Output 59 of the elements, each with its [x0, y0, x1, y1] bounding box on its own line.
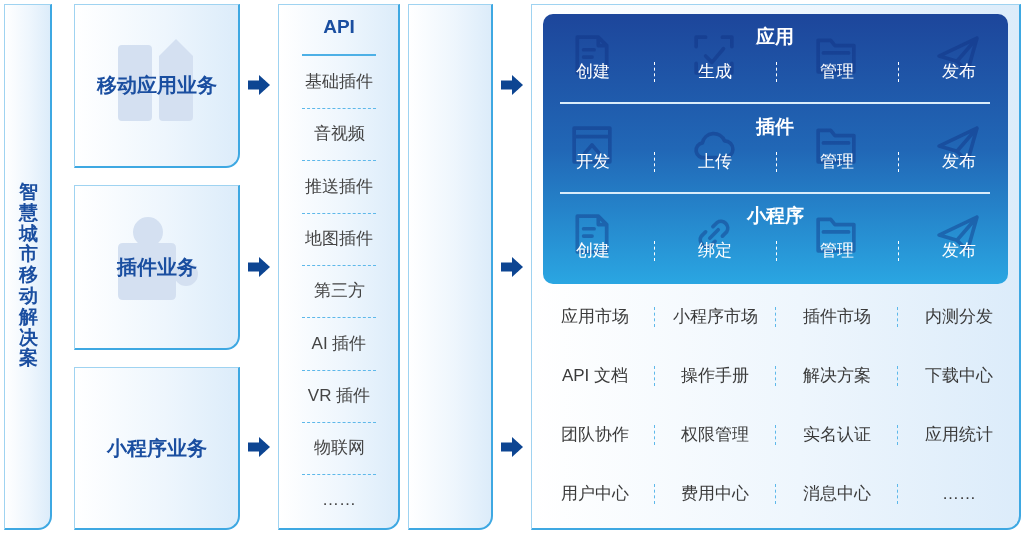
- card-title: 小程序业务: [107, 435, 207, 460]
- panel: [543, 14, 1008, 284]
- card: [74, 4, 240, 168]
- card: [74, 185, 240, 350]
- step-label: 绑定: [698, 240, 732, 262]
- step-label: 发布: [942, 151, 976, 172]
- column-heading: API: [323, 15, 355, 39]
- feature-label: 权限管理: [681, 424, 749, 446]
- step-label: 管理: [820, 61, 854, 83]
- feature-label: 插件市场: [803, 306, 871, 328]
- feature-label: 应用统计: [925, 424, 993, 446]
- feature-label: ……: [942, 483, 976, 505]
- list-item: 基础插件: [305, 71, 373, 93]
- arrow: [501, 75, 523, 95]
- arrow: [248, 437, 270, 457]
- band-heading: 应用: [756, 25, 794, 49]
- vertical-title: 智慧城市移动解决案: [18, 182, 38, 370]
- step-label: 管理: [820, 240, 854, 262]
- feature-label: 用户中心: [561, 483, 629, 505]
- list-item: ……: [322, 490, 356, 511]
- arrow: [501, 257, 523, 277]
- step-label: 发布: [942, 61, 976, 83]
- feature-label: 应用市场: [561, 306, 629, 328]
- feature-label: 小程序市场: [672, 306, 758, 328]
- feature-label: 操作手册: [681, 365, 749, 387]
- band-heading: 小程序: [746, 204, 804, 228]
- feature-label: 费用中心: [681, 483, 749, 505]
- list-item: 音视频: [313, 124, 365, 145]
- list-item: AI 插件: [311, 333, 367, 354]
- step-label: 管理: [820, 151, 854, 172]
- step-label: 创建: [576, 240, 610, 262]
- card: [74, 367, 240, 530]
- band-heading: 插件: [756, 115, 794, 138]
- step-label: 上传: [698, 151, 732, 172]
- column-panel: [408, 4, 493, 530]
- list-item: VR 插件: [307, 385, 371, 406]
- arrow: [248, 75, 270, 95]
- list-item: 推送插件: [305, 176, 373, 197]
- feature-label: 下载中心: [925, 365, 993, 387]
- step-label: 创建: [576, 61, 610, 83]
- panel: [531, 4, 1021, 530]
- feature-label: 内测分发: [925, 306, 993, 328]
- arrow: [501, 437, 523, 457]
- step-label: 开发: [576, 151, 610, 172]
- feature-label: 实名认证: [803, 424, 871, 446]
- step-label: 生成: [698, 61, 732, 83]
- feature-label: API 文档: [561, 365, 629, 387]
- arrow: [248, 257, 270, 277]
- list-item: 第三方: [313, 281, 365, 302]
- list-item: 物联网: [313, 437, 365, 459]
- card-title: 插件业务: [117, 254, 197, 279]
- card-title: 移动应用业务: [97, 73, 217, 97]
- step-label: 发布: [942, 240, 976, 262]
- column-panel: [278, 4, 400, 530]
- side-panel: [4, 4, 52, 530]
- feature-label: 消息中心: [803, 483, 871, 505]
- feature-label: 解决方案: [803, 365, 871, 387]
- feature-label: 团队协作: [561, 424, 629, 446]
- list-item: 地图插件: [305, 228, 373, 250]
